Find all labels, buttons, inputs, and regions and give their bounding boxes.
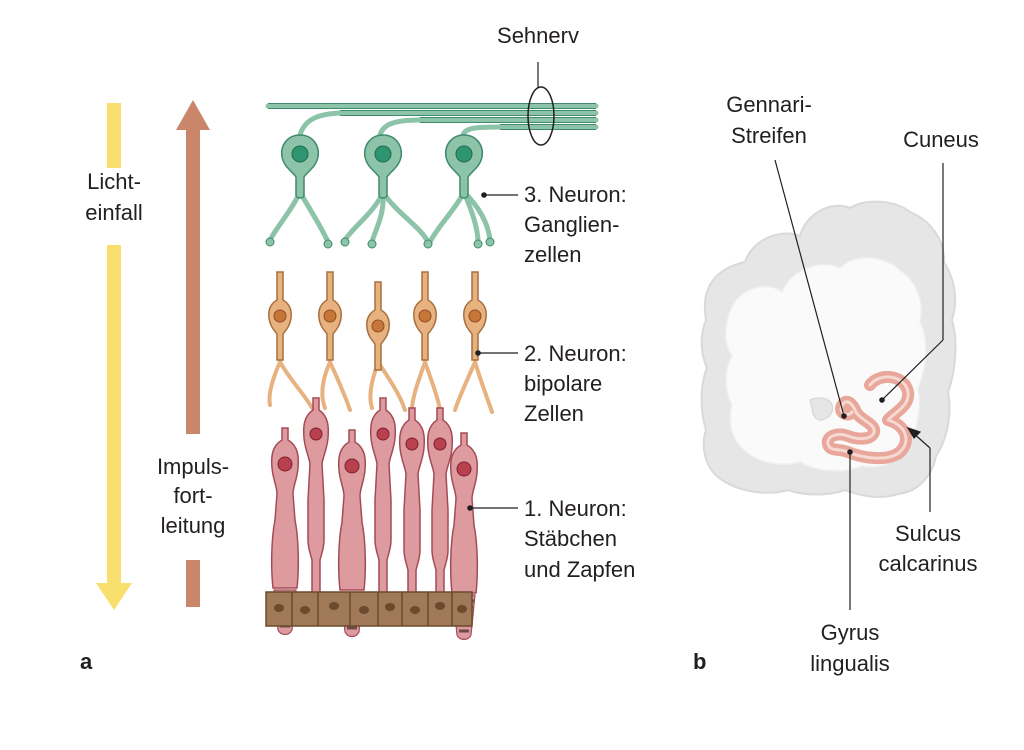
- ganglion-cell-1: [280, 134, 320, 199]
- impulse-conduction-arrow: [176, 100, 210, 607]
- neuron1-label-line1: 1. Neuron:: [524, 496, 627, 521]
- light-incidence-arrow: [96, 103, 132, 610]
- photoreceptor-rod-1: [302, 397, 330, 606]
- sulcus-label-line2: calcarinus: [878, 551, 977, 576]
- impulse-label-line2: fort-: [173, 483, 212, 508]
- bipolar-cell-2: [318, 271, 342, 361]
- neuron1-label-line2: Stäbchen: [524, 526, 617, 551]
- optic-nerve-label: Sehnerv: [497, 23, 579, 48]
- bipolar-cell-3: [366, 281, 390, 371]
- neuron2-label-line2: bipolare: [524, 371, 602, 396]
- bipolar-cell-4: [413, 271, 437, 361]
- light-label-line2: einfall: [85, 200, 142, 225]
- panel-b-letter: b: [693, 649, 706, 674]
- neuron2-label-line3: Zellen: [524, 401, 584, 426]
- gennari-label-line1: Gennari-: [726, 92, 812, 117]
- ganglion-cell-3: [444, 134, 484, 199]
- neuron3-label-line1: 3. Neuron:: [524, 182, 627, 207]
- ganglion-dendrite-knobs: [265, 237, 495, 249]
- ganglion-dendrites: [267, 189, 493, 245]
- bipolar-dendrites: [267, 360, 494, 414]
- optic-nerve-sheath: [527, 86, 555, 146]
- visual-cortex-calcarine: [821, 371, 915, 464]
- panel-a-letter: a: [80, 649, 93, 674]
- photoreceptor-rod-4: [426, 407, 454, 616]
- gyrus-label-line1: Gyrus: [821, 620, 880, 645]
- light-label-line1: Licht-: [87, 169, 141, 194]
- photoreceptor-rod-3: [398, 407, 426, 616]
- neuron2-label-line1: 2. Neuron:: [524, 341, 627, 366]
- sulcus-label-line1: Sulcus: [895, 521, 961, 546]
- gennari-label-line2: Streifen: [731, 123, 807, 148]
- neuron3-label-line2: Ganglien-: [524, 212, 619, 237]
- cuneus-label: Cuneus: [903, 127, 979, 152]
- impulse-label-line3: leitung: [161, 513, 226, 538]
- bipolar-cell-5: [463, 271, 487, 361]
- gyrus-label-line2: lingualis: [810, 651, 890, 676]
- pigment-epithelium: [265, 591, 473, 627]
- ganglion-cell-2: [363, 134, 403, 199]
- photoreceptor-rod-2: [369, 397, 397, 606]
- neuron-leaders: [467, 192, 518, 511]
- brain-leaders: [774, 159, 944, 610]
- impulse-label-line1: Impuls-: [157, 454, 229, 479]
- optic-nerve-fibers: [265, 103, 599, 138]
- neuron3-label-line3: zellen: [524, 242, 581, 267]
- neuron1-label-line3: und Zapfen: [524, 557, 635, 582]
- bipolar-cell-1: [268, 271, 292, 361]
